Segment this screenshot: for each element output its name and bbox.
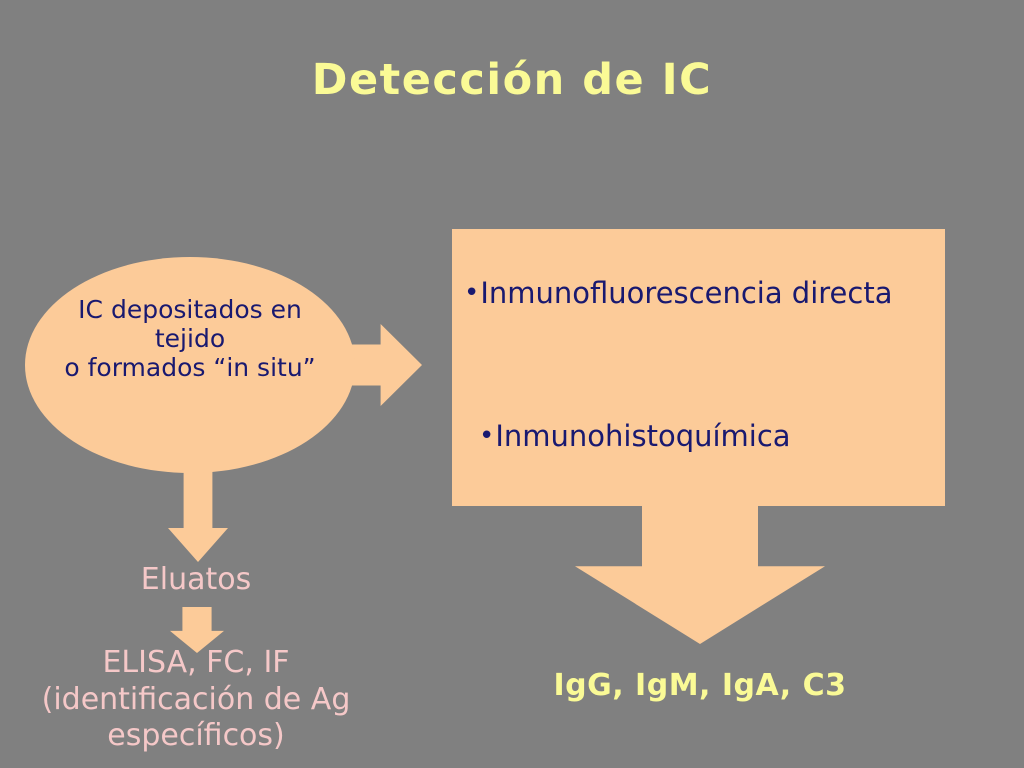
methods-bullet-item: •Inmunohistoquímica	[479, 419, 791, 453]
down-arrow-icon	[168, 462, 228, 562]
methods-bullet-label: Inmunofluorescencia directa	[480, 276, 893, 310]
methods-bullet-label: Inmunohistoquímica	[495, 419, 791, 453]
elisa-result-label: ELISA, FC, IF (identificación de Ag espe…	[41, 645, 351, 754]
source-node-ellipse: IC depositados en tejido o formados “in …	[25, 257, 355, 473]
source-node-label: IC depositados en tejido o formados “in …	[64, 295, 316, 382]
bullet-marker-icon: •	[464, 278, 480, 308]
methods-box: •Inmunofluorescencia directa •Inmunohist…	[452, 229, 945, 506]
methods-bullet-item: •Inmunofluorescencia directa	[464, 276, 893, 310]
immunoglobulin-result-label: IgG, IgM, IgA, C3	[553, 668, 847, 703]
page-title: Detección de IC	[311, 55, 713, 105]
eluatos-label: Eluatos	[140, 562, 252, 597]
bullet-marker-icon: •	[479, 421, 495, 451]
down-arrow-icon	[575, 500, 825, 644]
